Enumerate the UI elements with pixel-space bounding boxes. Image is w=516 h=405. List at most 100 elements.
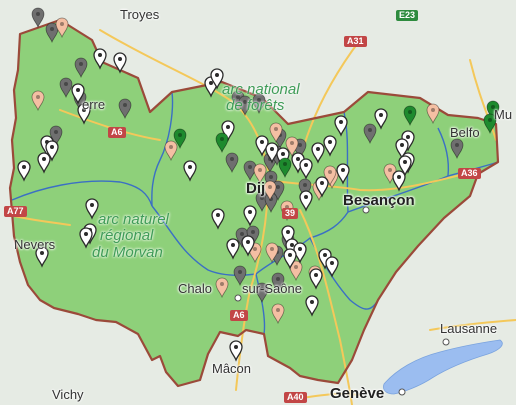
- label-macon: Mâcon: [212, 361, 252, 376]
- map-marker-dot-white-27: [400, 143, 404, 147]
- map-marker-dot-peach-1: [36, 95, 40, 99]
- map-marker-white-12[interactable]: [79, 227, 93, 249]
- map-marker-green-3[interactable]: [486, 100, 500, 122]
- map-marker-white-42[interactable]: [325, 256, 339, 278]
- map-marker-white-13[interactable]: [35, 246, 49, 268]
- map-marker-gray-28[interactable]: [363, 123, 377, 145]
- map-marker-gray-19[interactable]: [255, 191, 269, 213]
- map-marker-white-36[interactable]: [226, 238, 240, 260]
- map-marker-dot-white-13: [40, 251, 44, 255]
- map-marker-peach-1[interactable]: [31, 90, 45, 112]
- map-marker-gray-9[interactable]: [252, 93, 266, 115]
- map-marker-dot-gray-17: [269, 175, 273, 179]
- map-marker-white-40[interactable]: [283, 248, 297, 270]
- region-border: [8, 18, 500, 388]
- map-marker-white-37[interactable]: [281, 225, 295, 247]
- label-park-morvan-line1: arc naturel: [98, 211, 169, 228]
- map-marker-white-1[interactable]: [113, 52, 127, 74]
- map-marker-white-43[interactable]: [309, 268, 323, 290]
- map-marker-dot-green-1: [220, 137, 224, 141]
- map-marker-gray-16[interactable]: [298, 178, 312, 200]
- map-marker-peach-6[interactable]: [263, 180, 277, 202]
- map-marker-white-24[interactable]: [336, 163, 350, 185]
- road-shield-a36: A36: [458, 168, 481, 179]
- map-marker-dot-gray-3: [64, 82, 68, 86]
- map-marker-gray-0[interactable]: [31, 7, 45, 29]
- map-marker-peach-3[interactable]: [269, 122, 283, 144]
- map-marker-white-20[interactable]: [299, 158, 313, 180]
- marker-layer[interactable]: [17, 7, 500, 362]
- map-marker-white-44[interactable]: [305, 295, 319, 317]
- map-marker-white-9[interactable]: [17, 160, 31, 182]
- map-marker-white-10[interactable]: [85, 198, 99, 220]
- map-marker-gray-11[interactable]: [243, 160, 257, 182]
- map-marker-gray-27[interactable]: [271, 272, 285, 294]
- map-marker-white-4[interactable]: [71, 83, 85, 105]
- map-marker-peach-4[interactable]: [285, 136, 299, 158]
- map-marker-white-31[interactable]: [315, 176, 329, 198]
- map-marker-gray-10[interactable]: [225, 152, 239, 174]
- map-marker-dot-gray-6: [123, 103, 127, 107]
- map-marker-dot-white-32: [304, 195, 308, 199]
- map-marker-white-0[interactable]: [93, 48, 107, 70]
- map-marker-white-33[interactable]: [243, 205, 257, 227]
- map-marker-dot-peach-17: [294, 265, 298, 269]
- map-marker-dot-peach-3: [274, 127, 278, 131]
- map-marker-white-28[interactable]: [392, 170, 406, 192]
- label-geneve: Genève: [330, 385, 385, 402]
- map-marker-green-2[interactable]: [278, 157, 292, 179]
- map-marker-white-7[interactable]: [45, 140, 59, 162]
- map-marker-white-27[interactable]: [395, 138, 409, 160]
- map-marker-dot-gray-5: [54, 130, 58, 134]
- map-marker-green-1[interactable]: [215, 132, 229, 154]
- map-marker-peach-17[interactable]: [289, 260, 303, 282]
- map-marker-gray-6[interactable]: [118, 98, 132, 120]
- map-marker-peach-14[interactable]: [215, 277, 229, 299]
- map-marker-dot-white-20: [304, 163, 308, 167]
- map-marker-gray-2[interactable]: [74, 57, 88, 79]
- map-marker-white-32[interactable]: [299, 190, 313, 212]
- map-marker-white-23[interactable]: [334, 115, 348, 137]
- map-marker-green-4[interactable]: [483, 113, 497, 135]
- map-marker-gray-1[interactable]: [45, 22, 59, 44]
- map-marker-gray-29[interactable]: [450, 138, 464, 160]
- map-marker-white-3[interactable]: [210, 68, 224, 90]
- map-marker-white-8[interactable]: [37, 152, 51, 174]
- map-marker-dot-gray-2: [79, 62, 83, 66]
- map-marker-peach-18[interactable]: [426, 103, 440, 125]
- map-marker-gray-25[interactable]: [233, 265, 247, 287]
- map-marker-dot-white-30: [403, 160, 407, 164]
- map-marker-white-30[interactable]: [398, 155, 412, 177]
- map-marker-white-35[interactable]: [241, 235, 255, 257]
- map-marker-white-34[interactable]: [211, 208, 225, 230]
- map-marker-dot-gray-11: [248, 165, 252, 169]
- map-marker-green-0[interactable]: [173, 128, 187, 150]
- map-marker-peach-15[interactable]: [271, 303, 285, 325]
- map-marker-white-25[interactable]: [374, 108, 388, 130]
- road-shield-a6-south: A6: [230, 310, 248, 321]
- map-marker-dot-white-14: [188, 165, 192, 169]
- map-marker-dot-white-25: [379, 113, 383, 117]
- map-marker-gray-3[interactable]: [59, 77, 73, 99]
- map-marker-white-17[interactable]: [265, 142, 279, 164]
- map-marker-white-5[interactable]: [77, 103, 91, 125]
- road-shield-a39: 39: [282, 208, 299, 219]
- map-marker-white-21[interactable]: [311, 142, 325, 164]
- map-marker-gray-26[interactable]: [255, 282, 269, 304]
- map-marker-dot-white-45: [234, 345, 238, 349]
- map-marker-peach-13[interactable]: [265, 242, 279, 264]
- map-marker-peach-2[interactable]: [164, 140, 178, 162]
- road-shield-e23: E23: [396, 10, 419, 21]
- map-marker-peach-0[interactable]: [55, 17, 69, 39]
- map-marker-gray-8[interactable]: [238, 95, 252, 117]
- map-marker-white-14[interactable]: [183, 160, 197, 182]
- map-marker-peach-5[interactable]: [253, 163, 267, 185]
- map-marker-dot-white-15: [226, 125, 230, 129]
- map-marker-white-22[interactable]: [323, 135, 337, 157]
- road-shield-a31: A31: [344, 36, 367, 47]
- map-marker-green-5[interactable]: [403, 105, 417, 127]
- map-marker-white-15[interactable]: [221, 120, 235, 142]
- map-marker-white-45[interactable]: [229, 340, 243, 362]
